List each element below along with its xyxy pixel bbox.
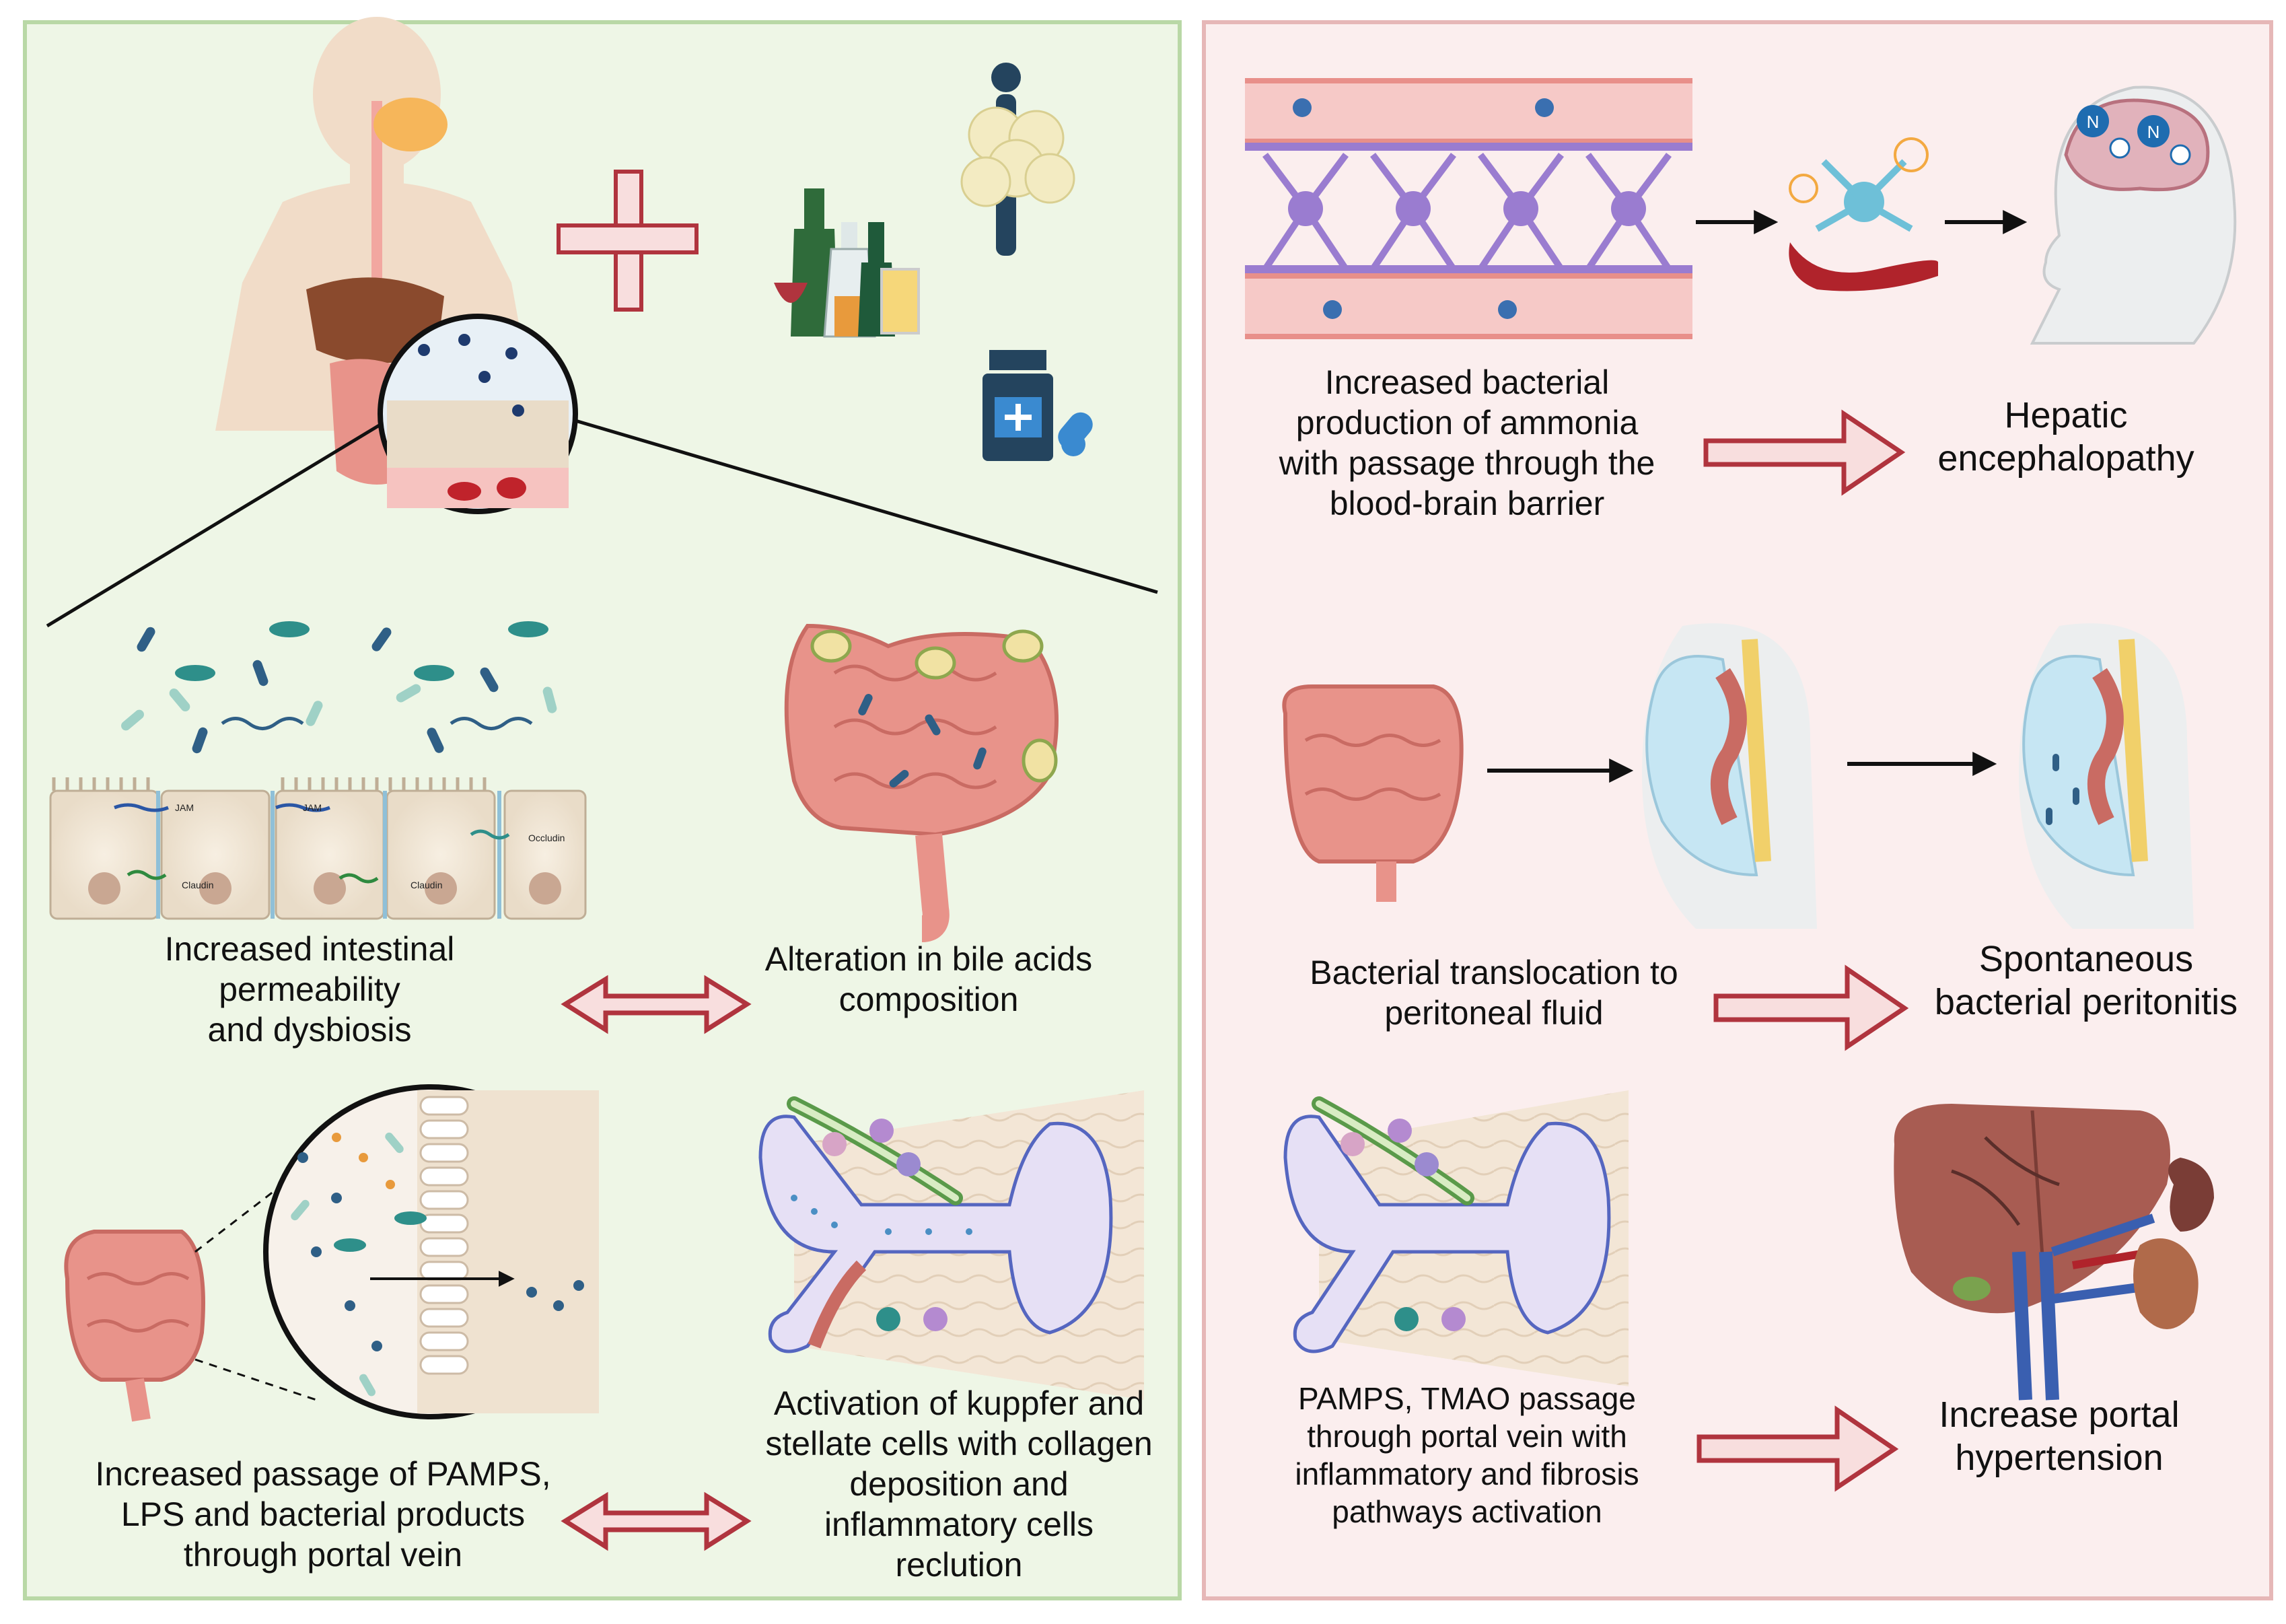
colon-right-icon (1282, 684, 1464, 902)
bacteria-epithelium-icon: JAM JAM Claudin Claudin Occludin (49, 621, 587, 920)
double-arrow-permeability-bile (561, 975, 752, 1034)
ammonia-symbol-1: N (2087, 112, 2100, 132)
claudin-label-2: Claudin (410, 880, 442, 890)
liver-sinusoid-icon (758, 1090, 1144, 1400)
jam-label-2: JAM (175, 802, 194, 813)
caption-peritonitis: Spontaneous bacterial peritonitis (1934, 939, 2238, 1022)
abdomen-sagittal-icon-2 (2019, 623, 2194, 929)
abdomen-sagittal-icon-1 (1642, 623, 1817, 929)
caption-portal-hypertension: Increase portal hypertension (1939, 1394, 2180, 1478)
caption-kupffer: Activation of kuppfer and stellate cells… (765, 1384, 1153, 1584)
astrocyte-vessel-icon (1789, 137, 1938, 291)
intestine-bile-acids-icon (784, 623, 1059, 942)
lumen-villi-magnifier-icon (263, 1084, 599, 1419)
alcohol-bottles-icon (774, 188, 920, 338)
double-arrow-pamps-kupffer (561, 1491, 752, 1551)
ammonia-symbol-2: N (2147, 122, 2160, 142)
liver-kidney-icon (1894, 1104, 2214, 1401)
jam-label-1: JAM (303, 802, 322, 813)
intestinal-wall-magnifier-icon (46, 314, 1158, 628)
caption-pamps-passage: Increased passage of PAMPS, LPS and bact… (95, 1455, 551, 1574)
caption-pamps-tmao: PAMPS, TMAO passage through portal vein … (1295, 1381, 1639, 1529)
caption-translocation: Bacterial translocation to peritoneal fl… (1310, 954, 1678, 1032)
blood-brain-barrier-icon (1245, 78, 1692, 339)
claudin-label-1: Claudin (182, 880, 213, 890)
head-brain-icon: N N (2030, 85, 2237, 345)
medication-icon (983, 350, 1093, 461)
red-plus-icon (557, 170, 699, 312)
hollow-arrow-ammonia-to-he (1703, 409, 1906, 496)
occludin-label: Occludin (528, 833, 565, 843)
liver-sinusoid-right-icon (1283, 1090, 1629, 1386)
caption-bile-acids: Alteration in bile acids composition (764, 940, 1093, 1018)
small-intestine-icon (64, 1183, 317, 1422)
hollow-arrow-pamps-to-hypertension (1696, 1405, 1899, 1492)
hollow-arrow-translocation-to-sbp (1713, 964, 1909, 1051)
obesity-icon (960, 63, 1075, 256)
caption-permeability: Increased intestinal permeability and dy… (164, 930, 455, 1049)
caption-ammonia: Increased bacterial production of ammoni… (1279, 363, 1655, 522)
caption-encephalopathy: Hepatic encephalopathy (1937, 395, 2194, 479)
